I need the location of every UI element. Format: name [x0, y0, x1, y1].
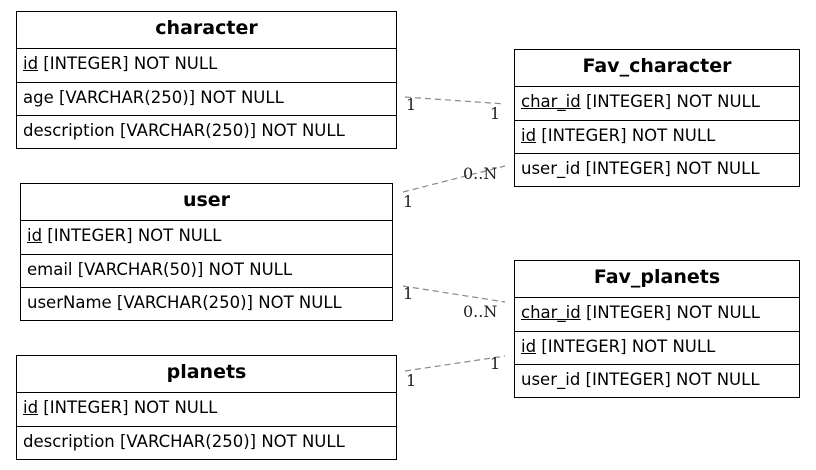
attribute-row: id [INTEGER] NOT NULL [515, 331, 799, 364]
primary-key: char_id [521, 303, 581, 322]
link-planets-fav-planets [404, 355, 506, 372]
entity-character: character id [INTEGER] NOT NULL age [VAR… [16, 11, 397, 149]
primary-key: id [27, 226, 43, 245]
entity-fav-planets: Fav_planets char_id [INTEGER] NOT NULL i… [514, 260, 800, 398]
attribute-text: description [VARCHAR(250)] NOT NULL [23, 432, 345, 451]
attribute-row: id [INTEGER] NOT NULL [17, 49, 396, 82]
attribute-row: userName [VARCHAR(250)] NOT NULL [21, 287, 392, 320]
attribute-row: age [VARCHAR(250)] NOT NULL [17, 82, 396, 115]
cardinality-user-side-a: 1 [403, 192, 413, 211]
attribute-text: email [VARCHAR(50)] NOT NULL [27, 260, 293, 279]
entity-title: Fav_character [515, 50, 799, 87]
cardinality-fav-character-many: 0..N [463, 164, 497, 183]
attribute-text: description [VARCHAR(250)] NOT NULL [23, 121, 345, 140]
attribute-text: age [VARCHAR(250)] NOT NULL [23, 88, 284, 107]
entity-planets: planets id [INTEGER] NOT NULL descriptio… [16, 355, 397, 460]
attribute-row: char_id [INTEGER] NOT NULL [515, 87, 799, 120]
cardinality-fav-planets-many: 0..N [463, 302, 497, 321]
attribute-text: [INTEGER] NOT NULL [536, 126, 716, 145]
attribute-row: user_id [INTEGER] NOT NULL [515, 364, 799, 397]
attribute-row: email [VARCHAR(50)] NOT NULL [21, 254, 392, 287]
entity-title: planets [17, 356, 396, 393]
primary-key: id [521, 126, 537, 145]
attribute-text: [INTEGER] NOT NULL [42, 226, 222, 245]
attribute-row: description [VARCHAR(250)] NOT NULL [17, 426, 396, 459]
attribute-row: char_id [INTEGER] NOT NULL [515, 298, 799, 331]
cardinality-user-side-b: 1 [403, 284, 413, 303]
attribute-text: userName [VARCHAR(250)] NOT NULL [27, 293, 342, 312]
link-user-fav-character [402, 165, 506, 193]
cardinality-fav-planets-side: 1 [490, 354, 500, 373]
primary-key: id [23, 398, 39, 417]
attribute-text: user_id [INTEGER] NOT NULL [521, 159, 760, 178]
cardinality-fav-character-side: 1 [490, 104, 500, 123]
cardinality-planets-side: 1 [406, 371, 416, 390]
attribute-row: id [INTEGER] NOT NULL [515, 120, 799, 153]
attribute-row: id [INTEGER] NOT NULL [21, 221, 392, 254]
attribute-text: [INTEGER] NOT NULL [536, 337, 716, 356]
entity-user: user id [INTEGER] NOT NULL email [VARCHA… [20, 183, 393, 321]
primary-key: char_id [521, 92, 581, 111]
attribute-text: [INTEGER] NOT NULL [38, 54, 218, 73]
attribute-row: user_id [INTEGER] NOT NULL [515, 153, 799, 186]
attribute-text: [INTEGER] NOT NULL [580, 92, 760, 111]
attribute-text: user_id [INTEGER] NOT NULL [521, 370, 760, 389]
link-character-fav-character [404, 96, 506, 105]
entity-title: Fav_planets [515, 261, 799, 298]
link-user-fav-planets [402, 285, 506, 303]
entity-title: user [21, 184, 392, 221]
attribute-row: description [VARCHAR(250)] NOT NULL [17, 115, 396, 148]
attribute-row: id [INTEGER] NOT NULL [17, 393, 396, 426]
attribute-text: [INTEGER] NOT NULL [38, 398, 218, 417]
entity-title: character [17, 12, 396, 49]
entity-fav-character: Fav_character char_id [INTEGER] NOT NULL… [514, 49, 800, 187]
primary-key: id [521, 337, 537, 356]
attribute-text: [INTEGER] NOT NULL [580, 303, 760, 322]
primary-key: id [23, 54, 39, 73]
cardinality-character-side: 1 [406, 95, 416, 114]
